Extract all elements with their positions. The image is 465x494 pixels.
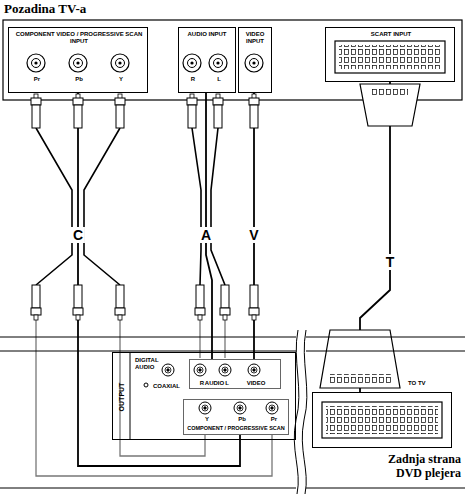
diagram-title: Pozadina TV-a xyxy=(4,1,86,17)
jack-label: Y xyxy=(113,76,129,83)
cable-label: A xyxy=(199,227,213,243)
jack-label: VIDEO xyxy=(244,380,268,387)
cable-label: T xyxy=(384,254,397,270)
rca-plugs xyxy=(31,94,259,320)
jack-label: AUDIO xyxy=(205,380,225,387)
input-panel: AUDIO INPUT R L xyxy=(178,27,236,93)
jack-label: L xyxy=(213,76,225,83)
jack-label: DIGITAL AUDIO xyxy=(135,357,161,371)
scart-socket: TO TV xyxy=(312,392,452,448)
input-panel: COMPONENT VIDEO / PROGRESSIVE SCAN INPUT… xyxy=(8,27,148,93)
panel-heading: OUTPUT xyxy=(118,383,126,412)
jack-label: Pr xyxy=(29,76,45,83)
panel-heading: TO TV xyxy=(408,380,448,387)
dvd-wires xyxy=(36,315,272,476)
cable-label: V xyxy=(247,227,260,243)
jack-label: Pr xyxy=(268,416,280,423)
jack-label: R xyxy=(187,76,199,83)
diagram-caption: Zadnja strana DVD plejera xyxy=(369,452,461,481)
jack-group: RAUDIOL VIDEO xyxy=(189,359,281,389)
jack-label: Y xyxy=(202,416,212,423)
jack-label: Pb xyxy=(236,416,248,423)
panel-heading: VIDEO INPUT xyxy=(240,31,270,45)
panel-heading: AUDIO INPUT xyxy=(180,31,234,38)
jack-label: COAXIAL xyxy=(153,383,189,390)
dvd-back-panel xyxy=(0,330,465,494)
panel-heading: COMPONENT / PROGRESSIVE SCAN xyxy=(185,425,287,431)
jack-label: L xyxy=(224,380,230,387)
input-panel: VIDEO INPUT xyxy=(238,27,272,93)
output-panel: OUTPUT DIGITAL AUDIO COAXIAL RAUDIOL VIDEO Y P… xyxy=(112,352,296,440)
cable-label: C xyxy=(71,227,85,243)
jack-label: Pb xyxy=(71,76,87,83)
scart-panel: SCART INPUT xyxy=(325,27,455,82)
cable-connector xyxy=(78,93,240,466)
cable-strands xyxy=(36,128,225,285)
tv-back-panel xyxy=(3,20,462,100)
jack-label: R xyxy=(199,380,205,387)
scart-plugs xyxy=(320,84,420,388)
jack-group: Y Pb PrCOMPONENT / PROGRESSIVE SCAN xyxy=(183,399,289,435)
panel-heading: COMPONENT VIDEO / PROGRESSIVE SCAN INPUT xyxy=(13,31,145,45)
panel-heading: SCART INPUT xyxy=(331,31,451,38)
